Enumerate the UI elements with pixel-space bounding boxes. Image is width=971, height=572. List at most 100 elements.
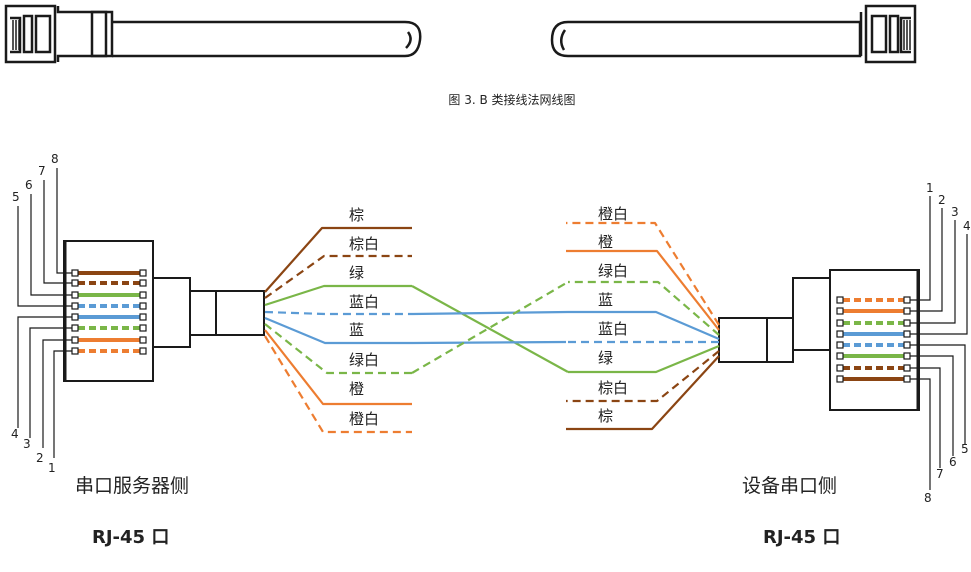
right-pin-contact — [836, 341, 844, 349]
left-pin-contact — [139, 279, 147, 287]
right-port-label: RJ-45 口 — [763, 527, 840, 548]
wire-segment — [264, 329, 412, 406]
right-pin-label: 7 — [936, 467, 944, 481]
right-pin-label: 5 — [961, 442, 969, 456]
right-wire-label: 蓝 — [598, 291, 613, 309]
left-pin-contact — [139, 291, 147, 299]
left-wire-label: 绿 — [349, 264, 364, 282]
left-pin-label: 4 — [11, 427, 19, 441]
left-pin-leader — [29, 327, 72, 438]
left-wire-label: 棕 — [349, 206, 364, 224]
left-pin-contact — [71, 313, 79, 321]
wire-segment — [411, 285, 569, 373]
right-wire-label: 绿白 — [598, 262, 628, 280]
left-wire-label: 橙 — [349, 380, 364, 398]
left-side-label: 串口服务器侧 — [75, 475, 189, 497]
wire-segment — [568, 280, 720, 336]
right-pin-label: 4 — [963, 219, 971, 233]
top-cable-illustration — [4, 4, 917, 64]
right-pin-leader — [910, 355, 954, 456]
top-right-plug — [550, 4, 917, 64]
wire-segment — [566, 350, 720, 403]
left-pin-contact — [71, 269, 79, 277]
left-connector — [63, 240, 265, 382]
left-pin-leader — [42, 339, 72, 448]
wire-segment — [411, 281, 569, 374]
right-pin-contact — [836, 330, 844, 338]
right-pin-label: 3 — [951, 205, 959, 219]
wire-segment — [264, 254, 412, 299]
right-pin-contact — [903, 319, 911, 327]
left-pin-label: 2 — [36, 451, 44, 465]
left-pin-label: 7 — [38, 164, 46, 178]
left-pin-leader — [43, 180, 72, 284]
right-pin-label: 6 — [949, 455, 957, 469]
figure-caption: 图 3. B 类接线法网线图 — [448, 92, 575, 107]
right-pin-leader — [910, 367, 941, 468]
right-side-label: 设备串口侧 — [742, 475, 837, 497]
wire-segment — [264, 323, 412, 375]
right-pin-leader — [910, 196, 931, 301]
right-pin-contact — [836, 375, 844, 383]
right-pin-leader — [910, 234, 968, 335]
right-pin-leader — [910, 378, 931, 490]
wire-segment — [568, 310, 720, 341]
left-pin-leader — [53, 350, 72, 458]
left-port-label: RJ-45 口 — [92, 527, 169, 548]
left-pin-contact — [139, 336, 147, 344]
left-pin-contact — [71, 347, 79, 355]
right-pin-contact — [836, 319, 844, 327]
left-pin-contact — [71, 302, 79, 310]
left-pin-contact — [139, 324, 147, 332]
wire-segment — [566, 355, 720, 431]
right-pin-contact — [903, 341, 911, 349]
left-pin-label: 5 — [12, 190, 20, 204]
top-left-plug — [4, 4, 422, 64]
right-pin-label: 1 — [926, 181, 934, 195]
right-pin-contact — [903, 330, 911, 338]
right-pin-leader — [910, 344, 966, 444]
right-wire-label: 橙白 — [598, 205, 628, 223]
left-pin-contact — [139, 269, 147, 277]
right-pin-label: 8 — [924, 491, 932, 505]
right-pin-contact — [903, 375, 911, 383]
wire-segment — [566, 249, 720, 331]
left-wire-label: 绿白 — [349, 351, 379, 369]
right-pin-contact — [836, 307, 844, 315]
wire-segment — [264, 310, 413, 316]
left-pin-contact — [139, 313, 147, 321]
left-pin-contact — [139, 347, 147, 355]
right-wire-label: 绿 — [598, 349, 613, 367]
left-pin-contact — [71, 336, 79, 344]
left-wire-label: 棕白 — [349, 235, 379, 253]
right-pin-contact — [903, 296, 911, 304]
right-pin-leader — [910, 208, 943, 312]
wire-segment — [568, 344, 720, 374]
left-wire-label: 蓝白 — [349, 293, 379, 311]
left-wire-label: 蓝 — [349, 321, 364, 339]
left-pin-label: 8 — [51, 152, 59, 166]
right-pin-contact — [836, 364, 844, 372]
wire-segment — [264, 226, 412, 293]
wire-segment — [412, 310, 569, 316]
left-pin-label: 6 — [25, 178, 33, 192]
right-wire-label: 棕 — [598, 407, 613, 425]
wires-layer — [17, 168, 968, 490]
right-wire-label: 蓝白 — [598, 320, 628, 338]
left-pin-leader — [56, 168, 72, 274]
left-pin-leader — [17, 206, 72, 307]
right-connector — [718, 269, 920, 411]
right-pin-contact — [836, 352, 844, 360]
right-pin-leader — [910, 220, 956, 324]
wire-segment — [566, 221, 720, 326]
left-pin-contact — [71, 291, 79, 299]
left-pin-contact — [71, 279, 79, 287]
right-pin-contact — [836, 296, 844, 304]
right-pin-label: 2 — [938, 193, 946, 207]
left-pin-label: 3 — [23, 437, 31, 451]
left-pin-leader — [17, 316, 72, 428]
right-wire-label: 橙 — [598, 233, 613, 251]
wire-segment — [264, 284, 412, 307]
